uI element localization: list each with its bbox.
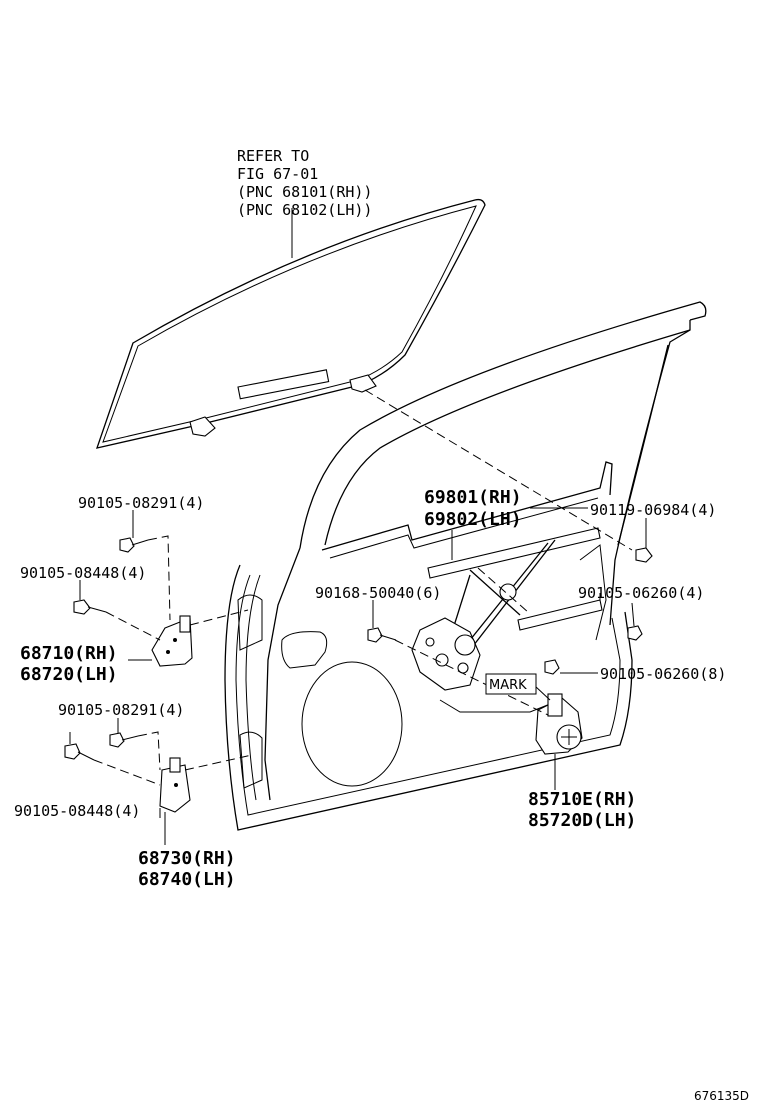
callout-motor-rh: 85710E(RH) <box>528 789 636 810</box>
callout-upper-hinge-lh: 68720(LH) <box>20 664 118 685</box>
callout-bolt-upper-hinge-top: 90105-08291(4) <box>78 494 204 512</box>
window-regulator <box>411 527 603 691</box>
callout-bolt-lower-hinge-top: 90105-08291(4) <box>58 701 184 719</box>
callout-lower-hinge-rh: 68730(RH) <box>138 848 236 869</box>
bolts <box>64 537 653 761</box>
diagram-id: 676135D <box>694 1089 749 1103</box>
callout-bolt-regulator-right: 90105-06260(4) <box>578 584 704 602</box>
regulator-motor <box>535 693 583 790</box>
callout-motor-lh: 85720D(LH) <box>528 810 636 831</box>
glass-ref-line-4: (PNC 68102(LH)) <box>237 201 372 219</box>
callout-regulator-rh: 69801(RH) <box>424 487 522 508</box>
callout-bolt-regulator-upper: 90119-06984(4) <box>590 501 716 519</box>
mark-label: MARK <box>489 678 527 693</box>
callout-bolt-upper-hinge-side: 90105-08448(4) <box>20 564 146 582</box>
leader-lines <box>69 507 647 845</box>
glass-ref-line-1: REFER TO <box>237 147 309 165</box>
upper-hinge <box>151 615 193 667</box>
callout-bolt-lower-hinge-side: 90105-08448(4) <box>14 802 140 820</box>
callout-bolt-regulator-center: 90168-50040(6) <box>315 584 441 602</box>
glass-ref-line-3: (PNC 68101(RH)) <box>237 183 372 201</box>
lower-hinge <box>159 757 191 813</box>
callout-regulator-lh: 69802(LH) <box>424 509 522 530</box>
glass-reference-label: REFER TO FIG 67-01 (PNC 68101(RH)) (PNC … <box>237 147 372 219</box>
mark-label-box <box>485 673 537 695</box>
callout-lower-hinge-lh: 68740(LH) <box>138 869 236 890</box>
alignment-lines <box>93 389 633 786</box>
door-glass <box>96 198 486 449</box>
callout-bolt-motor: 90105-06260(8) <box>600 665 726 683</box>
callout-upper-hinge-rh: 68710(RH) <box>20 643 118 664</box>
glass-ref-line-2: FIG 67-01 <box>237 165 318 183</box>
door-frame <box>224 301 707 831</box>
